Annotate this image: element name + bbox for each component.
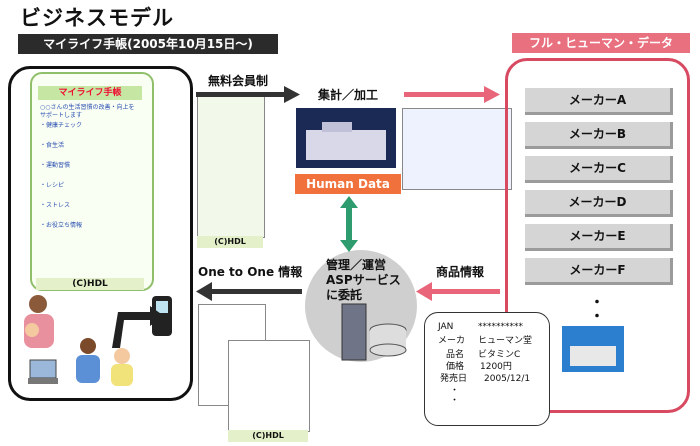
mother-child-icon (24, 295, 54, 348)
arrow-one-to-one (196, 282, 302, 301)
phone-line: ○○さんの生活習慣の改善・向上をサポートします (40, 104, 135, 119)
product-field-key: JAN (438, 322, 454, 332)
more-dot: ・ (590, 295, 604, 311)
phone-line: ・ストレス (40, 202, 71, 209)
one-to-one-label: One to One 情報 (198, 265, 303, 279)
mobile-phone-icon (152, 296, 172, 336)
phone-line: ・運動習慣 (40, 162, 71, 169)
maker-panel (505, 58, 690, 413)
maker-a: メーカーA (525, 88, 673, 115)
phone-header: マイライフ手帳 (38, 86, 142, 100)
chart-screen-line (228, 340, 310, 432)
my-life-notebook-tag: マイライフ手帳(2005年10月15日〜) (18, 34, 278, 54)
product-field-key: 品名 (446, 350, 465, 360)
aggregate-process-label: 集計／加工 (318, 88, 379, 102)
maker-c: メーカーC (525, 156, 673, 183)
management-line: に委託 (326, 288, 363, 302)
child-icon (76, 338, 100, 383)
product-field-value: 2005/12/1 (484, 374, 531, 384)
management-text: 管理／運営 ASPサービス に委託 (326, 258, 406, 303)
arrow-to-makers (404, 86, 500, 103)
phone-line: ・お役立ち情報 (40, 222, 83, 229)
hdl-building-image (296, 108, 396, 168)
member-screen (197, 94, 265, 238)
product-info-card (424, 312, 550, 426)
user-panel (8, 66, 193, 401)
users-illustration (24, 295, 172, 386)
server-icon (341, 303, 407, 361)
chart-screen-footer: (C)HDL (228, 430, 308, 442)
maker-f: メーカーF (525, 258, 673, 285)
product-field-key: 発売日 (440, 374, 468, 384)
phone-screen (30, 72, 154, 291)
phone-footer: (C)HDL (36, 278, 144, 290)
phone-line: ・レシピ (40, 182, 65, 189)
phone-line: ・食生活 (40, 142, 65, 149)
computer-user-icon (28, 359, 58, 384)
management-line: 管理／運営 (326, 258, 387, 272)
product-field-value: ビタミンC (478, 350, 521, 360)
product-field-value: ヒューマン堂 (478, 336, 533, 346)
baby-icon (111, 348, 133, 386)
free-membership-label: 無料会員制 (208, 74, 269, 88)
maker-building-image (562, 326, 624, 372)
product-field-key: メーカ (438, 336, 466, 346)
maker-b: メーカーB (525, 122, 673, 149)
phone-line: ・健康チェック (40, 122, 83, 129)
maker-e: メーカーE (525, 224, 673, 251)
human-data-lab-label: Human Data lab. (295, 174, 401, 211)
product-field-value: ********** (478, 322, 523, 332)
full-human-data-tag: フル・ヒューマン・データ (512, 33, 690, 53)
data-spreadsheet-screen (402, 108, 512, 190)
more-dot: ・ (590, 309, 604, 325)
maker-d: メーカーD (525, 190, 673, 217)
arrow-product-info (416, 282, 500, 301)
card-dot: ・ (450, 396, 460, 406)
member-screen-footer: (C)HDL (197, 236, 263, 248)
page-title: ビジネスモデル (20, 6, 174, 30)
management-line: ASPサービス (326, 273, 401, 287)
product-info-label: 商品情報 (436, 265, 485, 279)
product-field-value: 1200円 (480, 362, 512, 372)
product-field-key: 価格 (446, 362, 465, 372)
card-dot: ・ (450, 386, 460, 396)
